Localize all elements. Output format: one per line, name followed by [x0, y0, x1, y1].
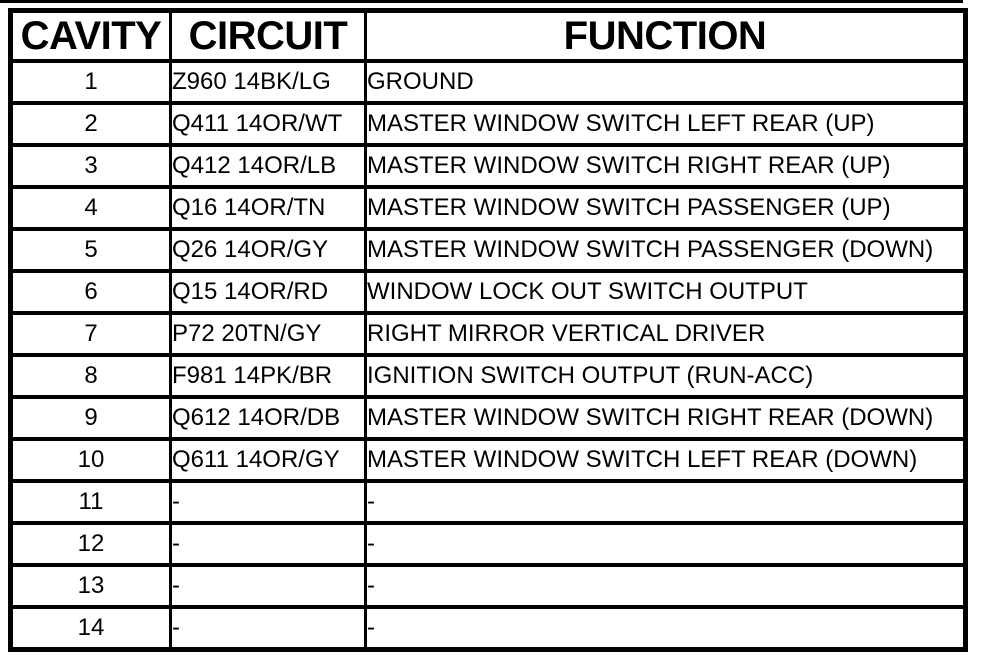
page-top-rule: [0, 0, 963, 3]
column-header-cavity: CAVITY: [9, 8, 172, 63]
cavity-cell: 1: [9, 59, 172, 105]
function-cell: MASTER WINDOW SWITCH LEFT REAR (UP): [364, 101, 967, 147]
circuit-cell: -: [169, 479, 367, 525]
cavity-cell: 14: [9, 605, 172, 652]
circuit-cell: Q612 14OR/DB: [169, 395, 367, 441]
function-cell: IGNITION SWITCH OUTPUT (RUN-ACC): [364, 353, 967, 399]
table-row: 10 Q611 14OR/GY MASTER WINDOW SWITCH LEF…: [9, 437, 967, 483]
table-row: 7 P72 20TN/GY RIGHT MIRROR VERTICAL DRIV…: [9, 311, 967, 357]
circuit-cell: -: [169, 521, 367, 567]
function-cell: MASTER WINDOW SWITCH PASSENGER (UP): [364, 185, 967, 231]
circuit-cell: Q412 14OR/LB: [169, 143, 367, 189]
cavity-cell: 12: [9, 521, 172, 567]
circuit-cell: Z960 14BK/LG: [169, 59, 367, 105]
table-row: 9 Q612 14OR/DB MASTER WINDOW SWITCH RIGH…: [9, 395, 967, 441]
circuit-cell: Q26 14OR/GY: [169, 227, 367, 273]
cavity-cell: 10: [9, 437, 172, 483]
cavity-cell: 8: [9, 353, 172, 399]
circuit-cell: Q411 14OR/WT: [169, 101, 367, 147]
cavity-cell: 4: [9, 185, 172, 231]
table-row: 5 Q26 14OR/GY MASTER WINDOW SWITCH PASSE…: [9, 227, 967, 273]
table-row: 14 - -: [9, 605, 967, 652]
table-row: 11 - -: [9, 479, 967, 525]
table-row: 12 - -: [9, 521, 967, 567]
function-cell: MASTER WINDOW SWITCH RIGHT REAR (DOWN): [364, 395, 967, 441]
header-row: CAVITY CIRCUIT FUNCTION: [9, 8, 967, 63]
cavity-cell: 5: [9, 227, 172, 273]
table-row: 8 F981 14PK/BR IGNITION SWITCH OUTPUT (R…: [9, 353, 967, 399]
table-row: 6 Q15 14OR/RD WINDOW LOCK OUT SWITCH OUT…: [9, 269, 967, 315]
function-cell: -: [364, 605, 967, 652]
function-cell: MASTER WINDOW SWITCH RIGHT REAR (UP): [364, 143, 967, 189]
cavity-cell: 9: [9, 395, 172, 441]
column-header-circuit: CIRCUIT: [169, 8, 367, 63]
circuit-cell: Q15 14OR/RD: [169, 269, 367, 315]
table-row: 4 Q16 14OR/TN MASTER WINDOW SWITCH PASSE…: [9, 185, 967, 231]
circuit-cell: -: [169, 605, 367, 652]
connector-pinout-table: CAVITY CIRCUIT FUNCTION 1 Z960 14BK/LG G…: [8, 8, 968, 652]
cavity-cell: 13: [9, 563, 172, 609]
table-row: 2 Q411 14OR/WT MASTER WINDOW SWITCH LEFT…: [9, 101, 967, 147]
circuit-cell: Q611 14OR/GY: [169, 437, 367, 483]
function-cell: GROUND: [364, 59, 967, 105]
circuit-cell: Q16 14OR/TN: [169, 185, 367, 231]
column-header-function: FUNCTION: [364, 8, 967, 63]
cavity-cell: 3: [9, 143, 172, 189]
table-row: 1 Z960 14BK/LG GROUND: [9, 59, 967, 105]
circuit-cell: -: [169, 563, 367, 609]
function-cell: -: [364, 479, 967, 525]
cavity-cell: 7: [9, 311, 172, 357]
function-cell: MASTER WINDOW SWITCH LEFT REAR (DOWN): [364, 437, 967, 483]
cavity-cell: 6: [9, 269, 172, 315]
table-header: CAVITY CIRCUIT FUNCTION: [9, 8, 967, 63]
circuit-cell: P72 20TN/GY: [169, 311, 367, 357]
circuit-cell: F981 14PK/BR: [169, 353, 367, 399]
function-cell: MASTER WINDOW SWITCH PASSENGER (DOWN): [364, 227, 967, 273]
function-cell: RIGHT MIRROR VERTICAL DRIVER: [364, 311, 967, 357]
table-row: 13 - -: [9, 563, 967, 609]
function-cell: WINDOW LOCK OUT SWITCH OUTPUT: [364, 269, 967, 315]
cavity-cell: 2: [9, 101, 172, 147]
table-body: 1 Z960 14BK/LG GROUND 2 Q411 14OR/WT MAS…: [9, 59, 967, 652]
function-cell: -: [364, 563, 967, 609]
cavity-cell: 11: [9, 479, 172, 525]
function-cell: -: [364, 521, 967, 567]
table-row: 3 Q412 14OR/LB MASTER WINDOW SWITCH RIGH…: [9, 143, 967, 189]
